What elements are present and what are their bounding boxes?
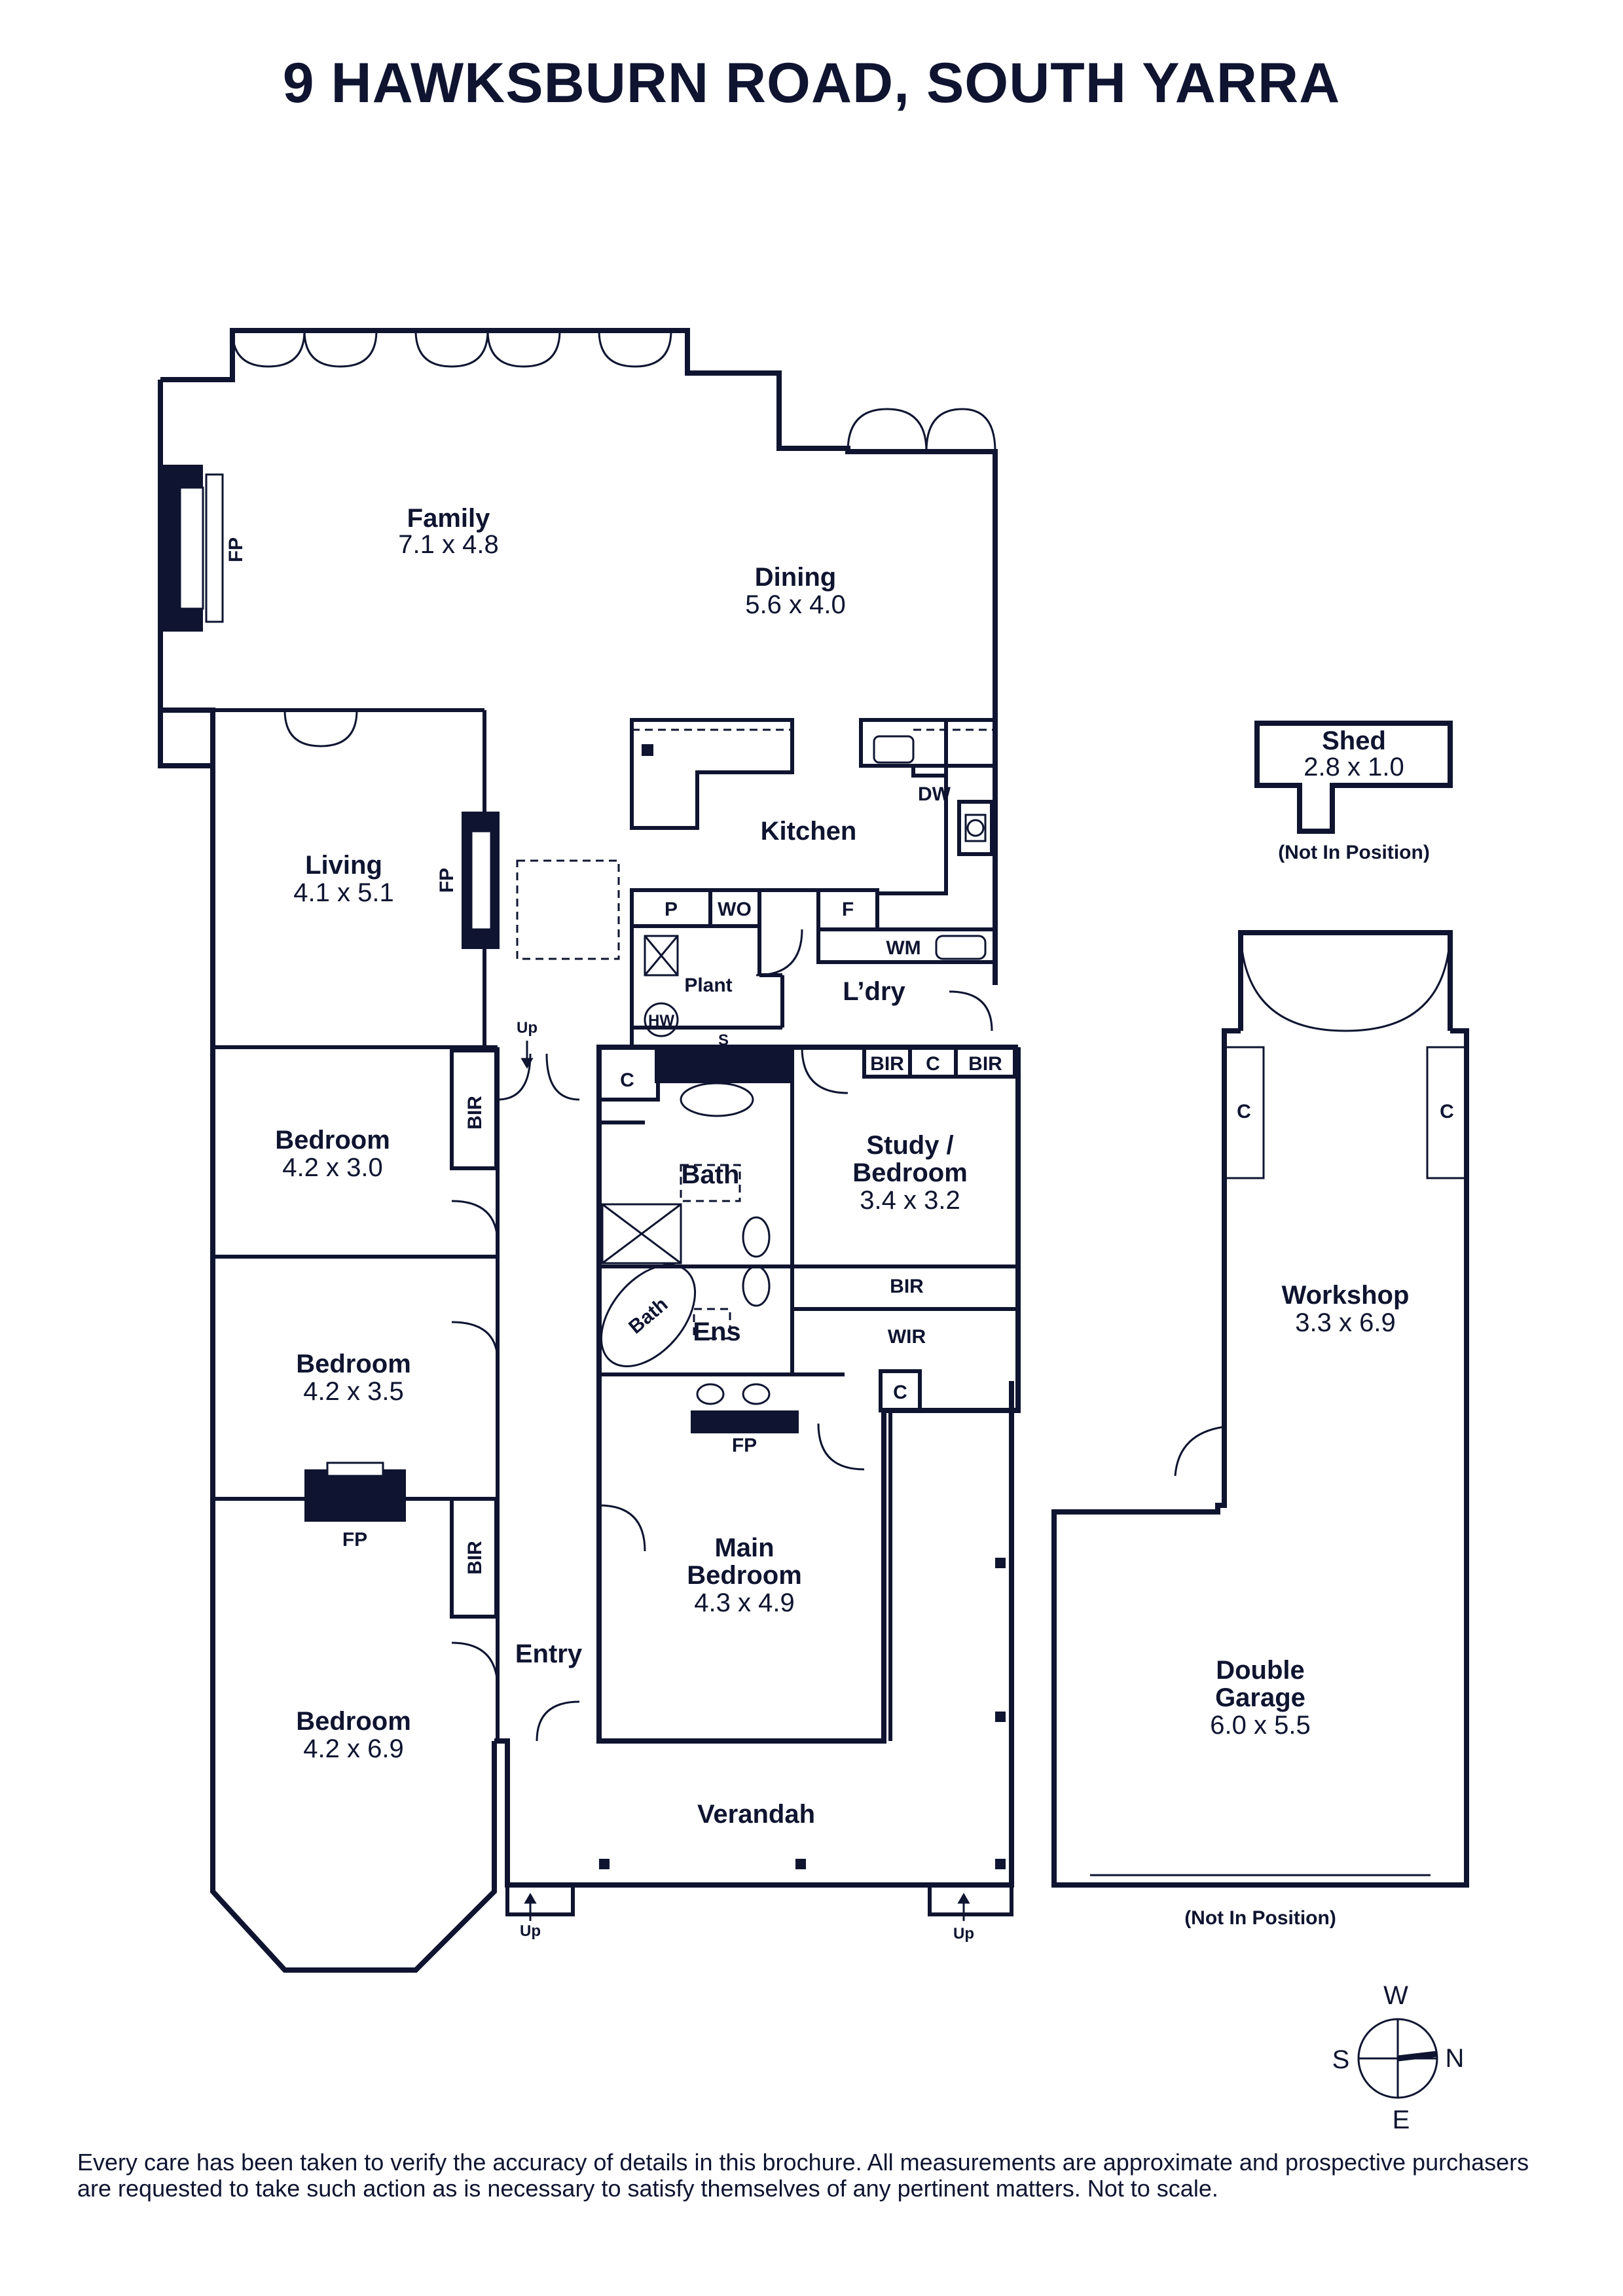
wm-label: WM [886, 937, 921, 959]
fp-label-family: FP [225, 537, 247, 562]
cupboard-label-workshop-1: C [1237, 1101, 1251, 1122]
wo-label: WO [718, 899, 752, 920]
up-label-verandah-2: Up [953, 1925, 974, 1943]
interior-walls [160, 708, 1018, 1916]
garage-label-2: Garage [1215, 1683, 1305, 1712]
up-label-verandah-1: Up [520, 1922, 541, 1940]
bedroom-1-dims: 4.2 x 3.0 [282, 1153, 382, 1182]
fp-label-living: FP [436, 868, 458, 893]
up-label-living: Up [517, 1019, 538, 1037]
main-bedroom-label-1: Main [714, 1534, 774, 1562]
bath-label: Bath [682, 1160, 740, 1189]
dw-label: DW [918, 783, 951, 805]
doors [231, 330, 996, 1742]
family-dims: 7.1 x 4.8 [398, 530, 498, 559]
fridge-label: F [842, 899, 854, 920]
hw-label: HW [648, 1012, 674, 1030]
outbuilding-walls [1051, 930, 1469, 1888]
garage-note: (Not In Position) [1184, 1907, 1336, 1929]
shed-dims: 2.8 x 1.0 [1304, 753, 1404, 781]
study-label-2: Bedroom [852, 1158, 968, 1187]
garage-label-1: Double [1216, 1656, 1305, 1685]
living-label: Living [305, 851, 382, 880]
cupboard-label-wir: C [893, 1382, 907, 1403]
cupboard-label-workshop-2: C [1440, 1101, 1454, 1122]
shed-label: Shed [1322, 726, 1386, 755]
bedroom-2-label: Bedroom [296, 1350, 411, 1378]
dining-dims: 5.6 x 4.0 [745, 590, 845, 619]
fp-label-main-bedroom: FP [732, 1435, 757, 1456]
shed-outline [1254, 721, 1453, 834]
garage-dims: 6.0 x 5.5 [1210, 1711, 1310, 1740]
pantry-label: P [665, 899, 678, 920]
living-dims: 4.1 x 5.1 [293, 878, 393, 907]
dining-label: Dining [755, 563, 836, 592]
kitchen-label: Kitchen [761, 817, 857, 846]
study-label-1: Study / [866, 1131, 953, 1160]
verandah-posts [599, 744, 1006, 1869]
bir-label-ensuite: BIR [890, 1276, 924, 1297]
bedroom-2-dims: 4.2 x 3.5 [303, 1377, 403, 1406]
s-label: S [718, 1031, 729, 1049]
bedroom-3-dims: 4.2 x 6.9 [303, 1734, 403, 1763]
spa-bath-label: Bath [625, 1293, 672, 1338]
family-label: Family [407, 504, 490, 533]
workshop-label: Workshop [1282, 1281, 1410, 1310]
compass-e: E [1393, 2106, 1410, 2134]
compass-n: N [1446, 2044, 1465, 2073]
appliances [600, 735, 987, 1405]
compass [1357, 2018, 1438, 2099]
cupboard-label-bath: C [620, 1069, 634, 1091]
verandah-label: Verandah [697, 1800, 815, 1829]
shed-note: (Not In Position) [1278, 842, 1430, 863]
ensuite-label: Ens [693, 1318, 740, 1346]
bir-label-study-2: BIR [968, 1053, 1002, 1075]
page-title: 9 HAWKSBURN ROAD, SOUTH YARRA [282, 52, 1341, 115]
bir-label-study: BIR [870, 1053, 904, 1075]
compass-w: W [1383, 1981, 1408, 2010]
wir-label: WIR [888, 1326, 926, 1348]
disclaimer-text: Every care has been taken to verify the … [77, 2149, 1529, 2202]
windows [211, 511, 1019, 1971]
laundry-label: L’dry [843, 977, 905, 1006]
workshop-dims: 3.3 x 6.9 [1295, 1308, 1395, 1337]
bir-label-bedroom-3: BIR [464, 1541, 486, 1575]
entry-label: Entry [515, 1640, 583, 1668]
main-bedroom-dims: 4.3 x 4.9 [694, 1588, 794, 1617]
dashed-outlines [516, 728, 995, 1340]
fp-label-bedroom: FP [342, 1529, 367, 1551]
bedroom-3-label: Bedroom [296, 1707, 411, 1736]
study-dims: 3.4 x 3.2 [860, 1186, 960, 1215]
cupboard-label-study: C [926, 1053, 940, 1075]
bedroom-1-label: Bedroom [275, 1126, 390, 1155]
plant-label: Plant [684, 975, 732, 996]
bir-label-bedroom-1: BIR [464, 1096, 486, 1130]
main-bedroom-label-2: Bedroom [687, 1561, 802, 1590]
up-arrows [520, 1041, 970, 1921]
compass-s: S [1332, 2045, 1350, 2074]
